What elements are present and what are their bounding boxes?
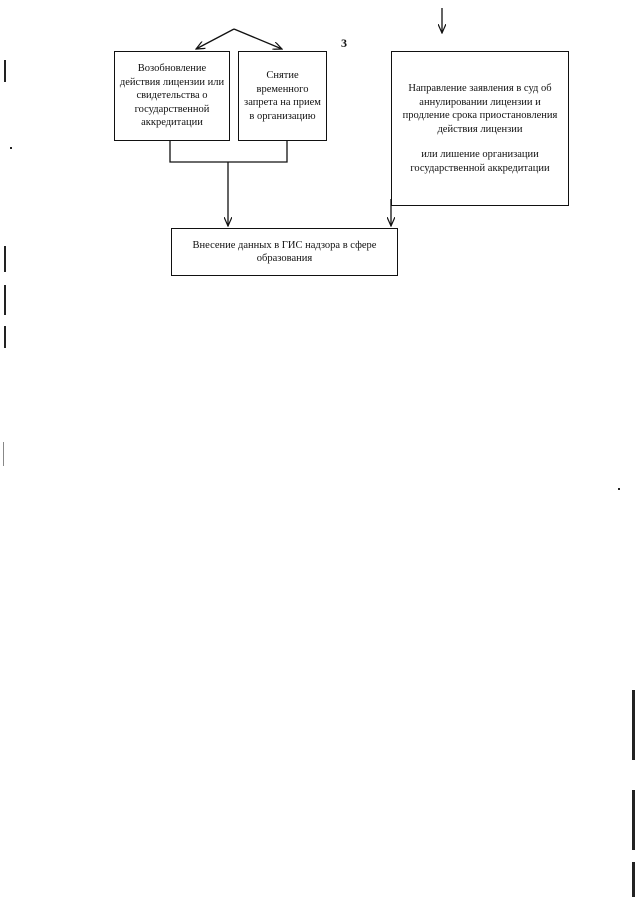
box-gis: Внесение данных в ГИС надзора в сфере об…	[171, 228, 398, 276]
box-court-text-2: или лишение организации государственной …	[410, 149, 550, 174]
scan-dot-right	[618, 488, 620, 490]
merge-bracket	[169, 140, 288, 163]
scan-mark-right-1	[632, 690, 635, 760]
box-court-text-1: Направление заявления в суд об аннулиров…	[402, 83, 558, 135]
scan-dot-left	[10, 147, 12, 149]
scan-mark-right-3	[632, 862, 635, 897]
scan-mark-left-2	[4, 246, 6, 272]
box-lift-ban-text: Снятие временного запрета на прием в орг…	[244, 70, 321, 122]
box-lift-ban: Снятие временного запрета на прием в орг…	[238, 51, 327, 141]
page-number: 3	[341, 36, 347, 50]
scan-mark-left-4	[4, 326, 6, 348]
box-renewal: Возобновление действия лицензии или свид…	[114, 51, 230, 141]
box-renewal-text: Возобновление действия лицензии или свид…	[119, 63, 225, 129]
box-gis-text: Внесение данных в ГИС надзора в сфере об…	[192, 239, 377, 265]
split-arrow-right	[233, 28, 282, 49]
box-court: Направление заявления в суд об аннулиров…	[391, 51, 569, 206]
scan-mark-left-3	[4, 285, 6, 315]
scan-mark-left-5	[3, 442, 4, 466]
split-arrow-left	[196, 28, 235, 49]
scan-mark-left-1	[4, 60, 6, 82]
scan-mark-right-2	[632, 790, 635, 850]
